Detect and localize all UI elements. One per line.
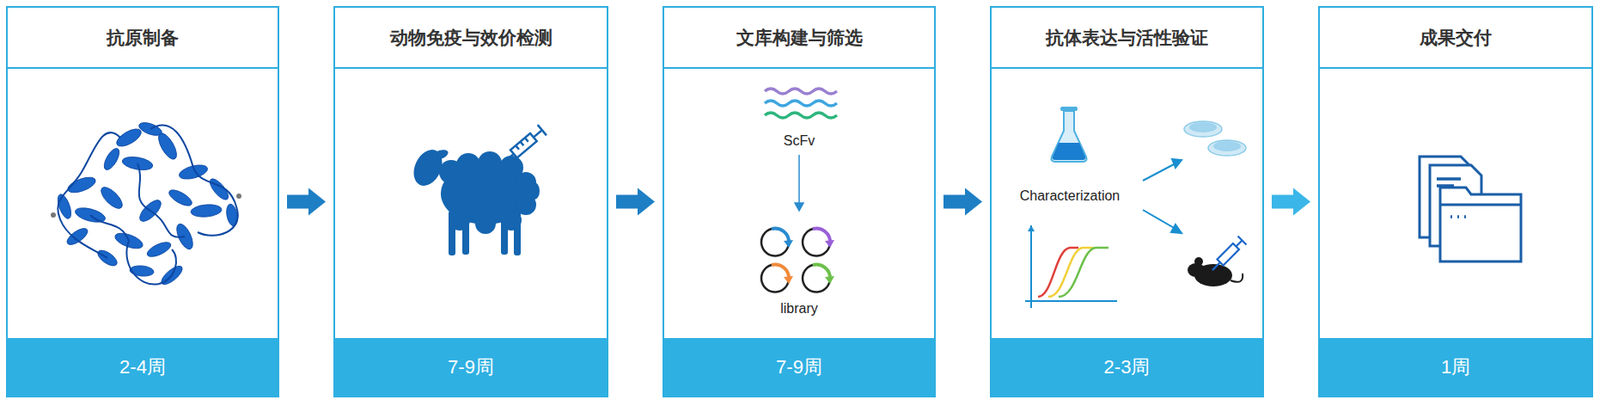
arrow-shaft bbox=[616, 195, 639, 209]
protein-illustration bbox=[54, 120, 239, 288]
stage-panel: 抗原制备 2-4周 bbox=[6, 6, 280, 397]
stage-title: 成果交付 bbox=[1319, 7, 1592, 69]
duration-text: 7-9周 bbox=[335, 337, 607, 396]
arrow-head bbox=[1293, 188, 1311, 216]
illustration-label: library bbox=[778, 300, 820, 317]
duration-band: 1周 bbox=[1319, 337, 1592, 396]
documents-icon bbox=[1419, 156, 1521, 262]
branch-arrows bbox=[1142, 158, 1182, 233]
protein-loops bbox=[50, 125, 242, 285]
stage-title: 动物免疫与效价检测 bbox=[335, 7, 607, 69]
scfv-waves bbox=[764, 88, 837, 118]
illustration-label: Characterization bbox=[1018, 188, 1123, 204]
stage-title: 文库构建与筛选 bbox=[664, 7, 935, 69]
mouse-icon bbox=[1187, 236, 1246, 287]
illustration-label: ScFv bbox=[781, 133, 817, 149]
stage-panel: 成果交付 1周 bbox=[1318, 6, 1594, 397]
stage-title: 抗原制备 bbox=[7, 7, 278, 69]
petri-dishes bbox=[1184, 121, 1246, 156]
down-arrow bbox=[794, 154, 804, 211]
flow-arrow bbox=[1271, 188, 1311, 216]
dose-response-chart bbox=[1025, 225, 1118, 308]
arrow-shaft bbox=[1271, 195, 1295, 209]
duration-text: 2-4周 bbox=[7, 337, 278, 396]
stage-panel: 文库构建与筛选 7-9周 bbox=[662, 6, 936, 397]
sheep-illustration bbox=[408, 145, 540, 256]
flask-icon bbox=[1051, 106, 1088, 162]
arrow-shaft bbox=[287, 195, 310, 209]
duration-text: 7-9周 bbox=[664, 337, 935, 396]
arrow-shaft bbox=[943, 195, 966, 209]
duration-band: 2-4周 bbox=[7, 337, 278, 396]
duration-band: 2-3周 bbox=[991, 337, 1263, 396]
flow-arrow bbox=[287, 188, 326, 216]
duration-text: 2-3周 bbox=[991, 337, 1263, 396]
library-plasmids bbox=[761, 227, 835, 292]
duration-band: 7-9周 bbox=[335, 337, 607, 396]
flow-arrow bbox=[616, 188, 655, 216]
flow-arrow bbox=[943, 188, 983, 216]
duration-text: 1周 bbox=[1319, 337, 1592, 396]
syringe-icon bbox=[499, 124, 547, 168]
stage-panel: 动物免疫与效价检测 7-9周 bbox=[333, 6, 609, 397]
arrow-head bbox=[308, 188, 326, 216]
duration-band: 7-9周 bbox=[664, 337, 935, 396]
stage-title: 抗体表达与活性验证 bbox=[991, 7, 1263, 69]
arrow-head bbox=[964, 188, 983, 216]
arrow-head bbox=[637, 188, 655, 216]
